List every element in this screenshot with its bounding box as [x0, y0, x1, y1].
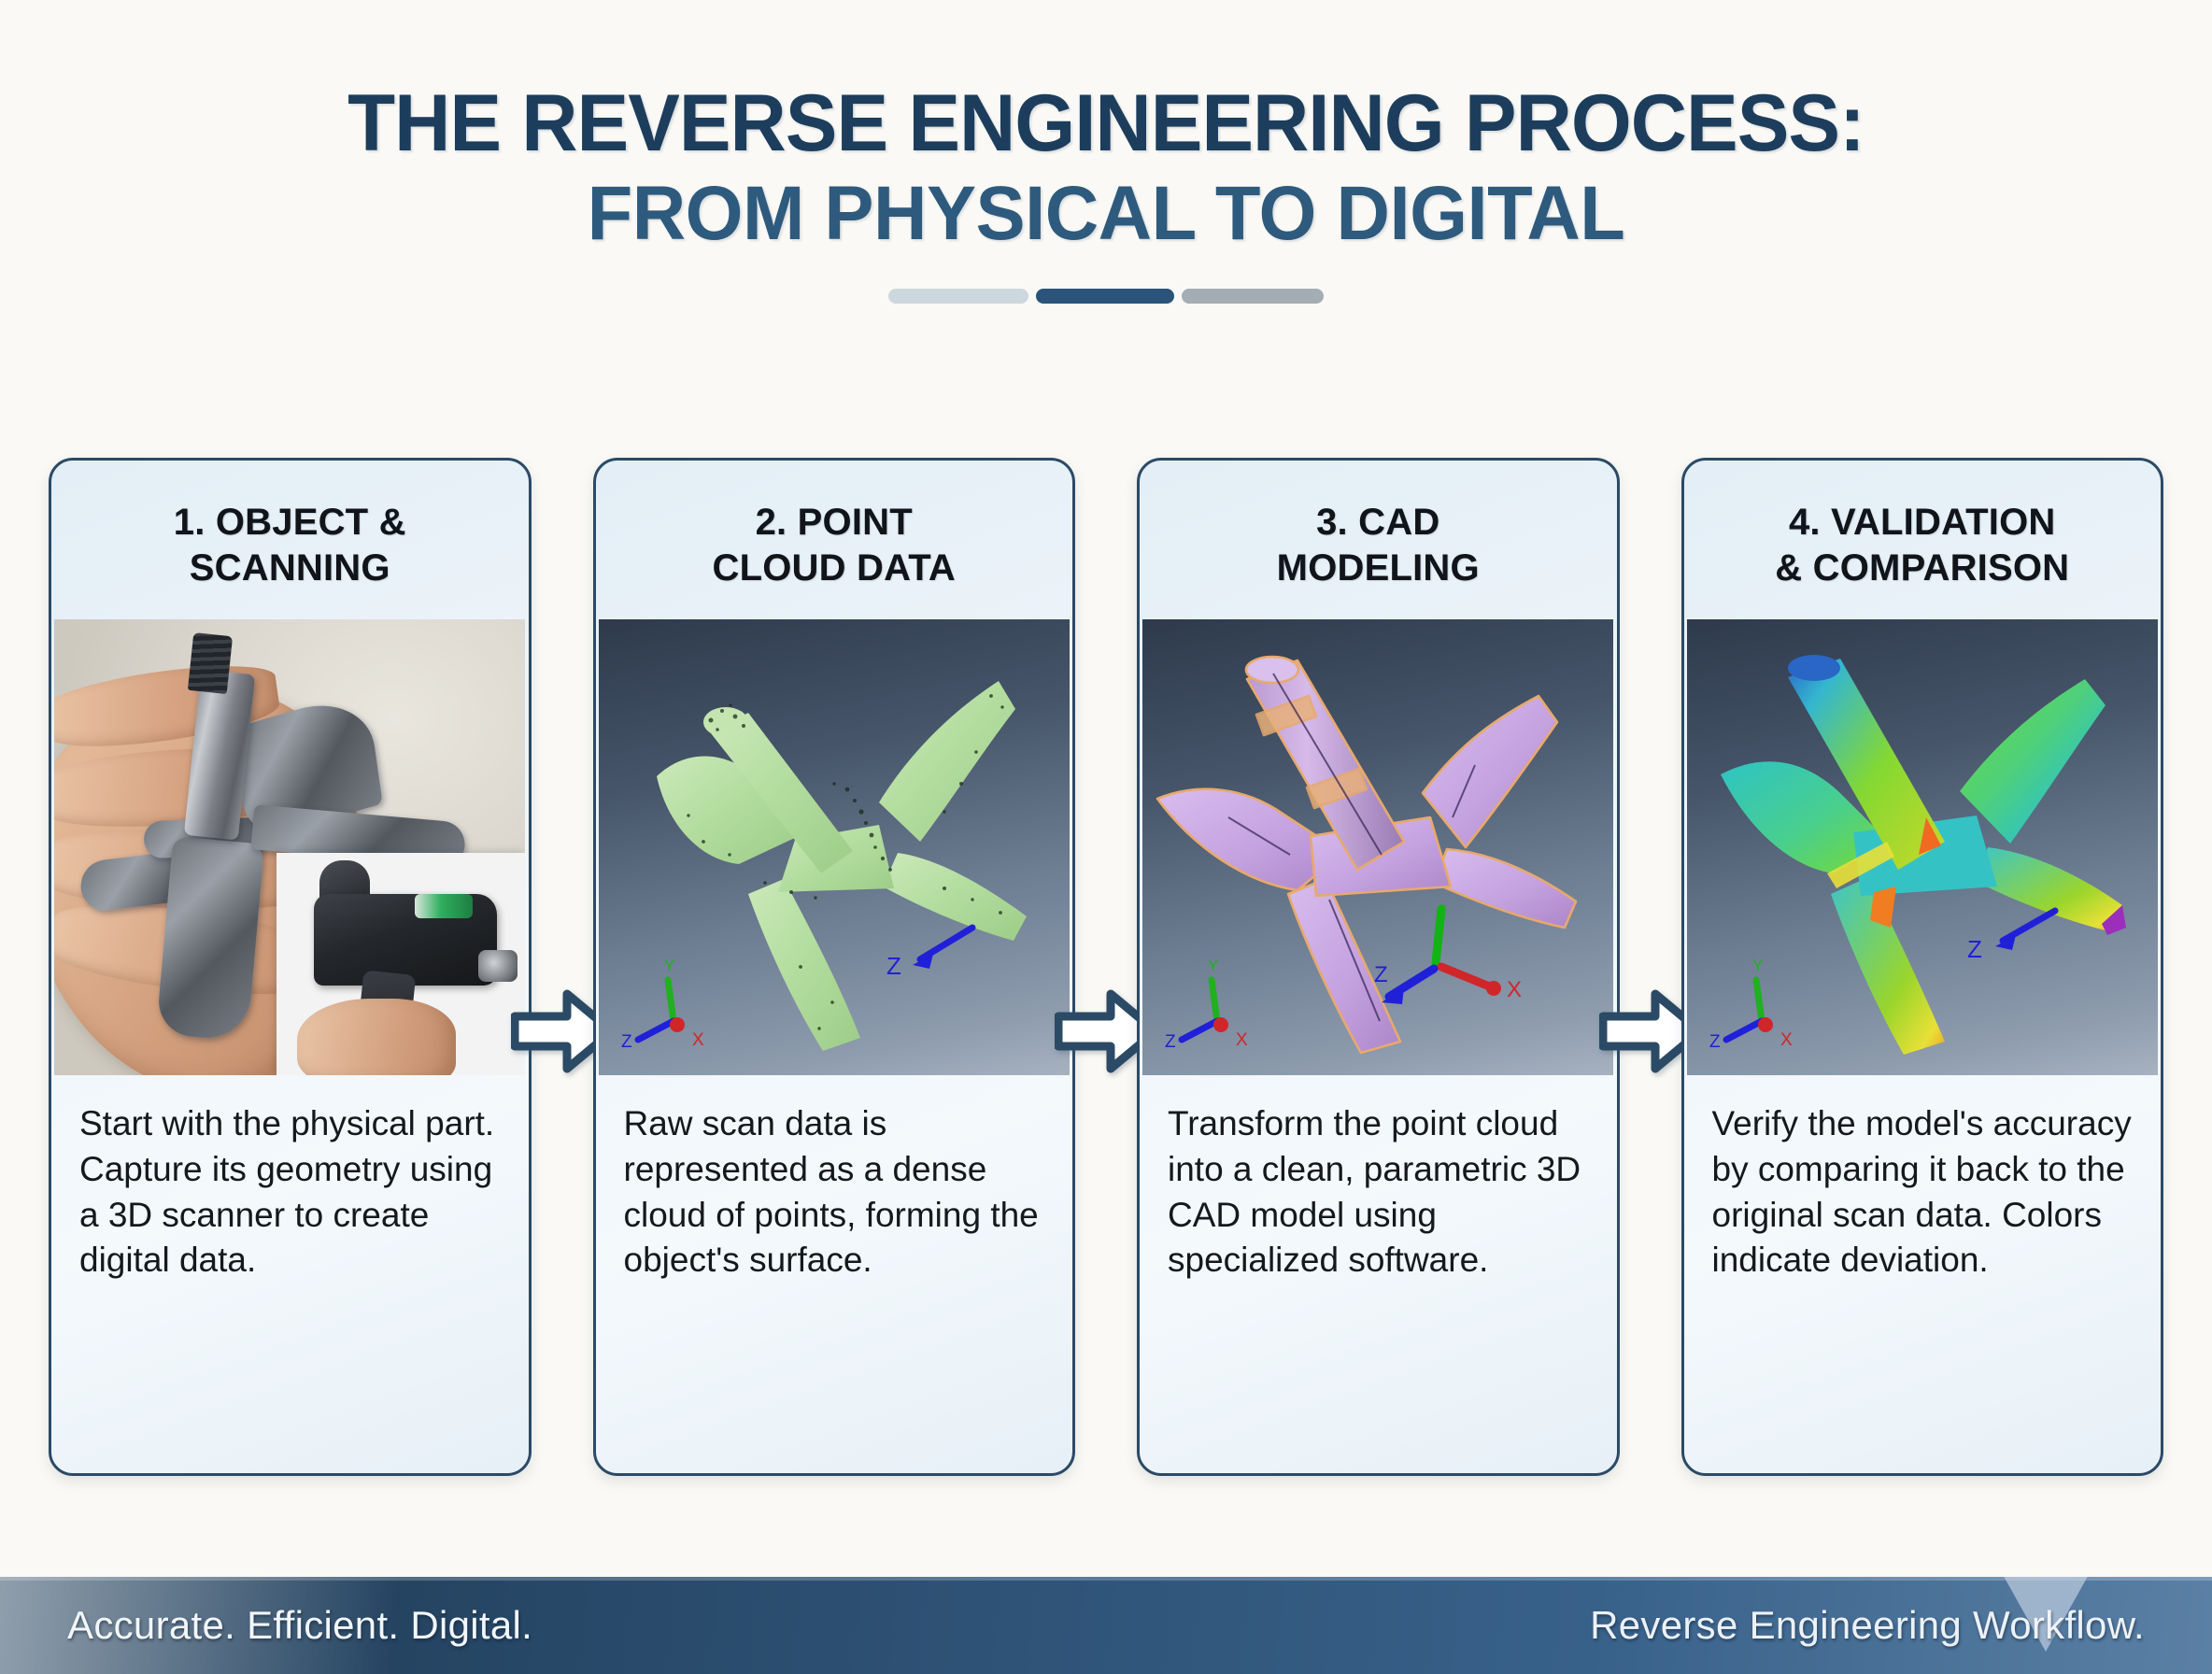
step-1-title-line-1: 1. OBJECT &: [173, 502, 406, 543]
step-3-title-line-2: MODELING: [1276, 546, 1480, 589]
step-card-1[interactable]: 1. OBJECT & SCANNING: [49, 458, 532, 1476]
z-callout-label: Z: [1374, 962, 1388, 987]
right-arrow-icon: [1055, 989, 1159, 1073]
page-title-line-2: FROM PHYSICAL TO DIGITAL: [587, 170, 1625, 256]
axis-label-y: Y: [664, 957, 674, 974]
scanner-lens: [478, 950, 518, 982]
origin-triad-callout: X Z: [1374, 904, 1522, 1004]
axis-gizmo: Y Z X: [1709, 957, 1793, 1051]
x-callout-label: X: [1507, 977, 1522, 1002]
scanner-sensor-strip: [415, 894, 474, 918]
axis-gizmo: Y Z X: [1165, 957, 1248, 1051]
step-4-title: 4. VALIDATION & COMPARISON: [1775, 500, 2069, 597]
axis-gizmo: Y Z X: [621, 957, 704, 1051]
scanner-operator-hand: [297, 999, 457, 1075]
axis-label-x: X: [692, 1030, 704, 1050]
cad-viewport: Y Z X X Z: [1142, 619, 1614, 1075]
point-cloud-viewport: Y Z X Z: [598, 619, 1070, 1075]
axis-label-z: Z: [1165, 1032, 1176, 1051]
right-arrow-icon: [1598, 989, 1704, 1073]
step-3-title: 3. CAD MODELING: [1277, 500, 1480, 597]
divider-segment-3: [1182, 289, 1324, 305]
axis-label-y: Y: [1208, 957, 1218, 974]
z-callout-label: Z: [886, 952, 901, 980]
axis-label-y: Y: [1752, 957, 1763, 974]
axis-label-x: X: [1780, 1030, 1793, 1050]
object-photograph: [54, 619, 526, 1075]
deviation-color-map-model: [1720, 655, 2126, 1055]
point-cloud-model: [656, 681, 1027, 1051]
z-direction-callout: Z: [1967, 907, 2059, 963]
step-2-title-line-2: CLOUD DATA: [712, 546, 956, 589]
axis-label-z: Z: [621, 1032, 632, 1051]
step-3-title-line-1: 3. CAD: [1316, 502, 1440, 543]
step-4-media: Y Z X Z: [1686, 619, 2158, 1075]
scanner-inset-photo: [276, 853, 526, 1075]
divider-segment-1: [888, 289, 1028, 305]
step-1-title: 1. OBJECT & SCANNING: [174, 500, 406, 597]
title-divider: [863, 289, 1349, 305]
connector-1: [510, 458, 616, 1476]
step-card-2[interactable]: 2. POINT CLOUD DATA: [592, 458, 1075, 1476]
divider-segment-2: [1036, 289, 1174, 305]
z-callout-label: Z: [1967, 935, 1982, 963]
step-1-title-line-2: SCANNING: [189, 546, 390, 589]
footer-label: Reverse Engineering Workflow.: [1590, 1603, 2145, 1647]
step-4-title-line-2: & COMPARISON: [1775, 546, 2070, 589]
step-card-3[interactable]: 3. CAD MODELING: [1137, 458, 1620, 1476]
step-2-title: 2. POINT CLOUD DATA: [713, 500, 956, 597]
step-1-media: [54, 619, 526, 1075]
step-2-media: Y Z X Z: [598, 619, 1070, 1075]
step-4-description: Verify the model's accuracy by comparing…: [1711, 1104, 2132, 1280]
axis-label-z: Z: [1709, 1032, 1721, 1051]
connector-2: [1055, 458, 1159, 1476]
step-3-description: Transform the point cloud into a clean, …: [1168, 1104, 1581, 1280]
step-4-title-line-1: 4. VALIDATION: [1788, 502, 2056, 543]
process-steps-strip: 1. OBJECT & SCANNING: [49, 458, 2163, 1476]
page-header: THE REVERSE ENGINEERING PROCESS: FROM PH…: [0, 0, 2212, 305]
cad-solid-model: [1156, 655, 1578, 1055]
deviation-map-viewport: Y Z X Z: [1686, 619, 2158, 1075]
z-direction-callout: Z: [886, 924, 976, 980]
connector-3: [1598, 458, 1704, 1476]
footer-chevron-icon: [2001, 1577, 2091, 1652]
footer-tagline: Accurate. Efficient. Digital.: [67, 1603, 533, 1647]
step-card-4[interactable]: 4. VALIDATION & COMPARISON: [1680, 458, 2163, 1476]
right-arrow-icon: [510, 989, 616, 1073]
axis-label-x: X: [1236, 1030, 1248, 1050]
step-2-description: Raw scan data is represented as a dense …: [623, 1104, 1039, 1280]
page-footer: Accurate. Efficient. Digital. Reverse En…: [0, 1577, 2212, 1674]
step-3-media: Y Z X X Z: [1142, 619, 1614, 1075]
impeller-threaded-stud: [188, 631, 234, 695]
step-2-title-line-1: 2. POINT: [755, 502, 913, 543]
step-1-description: Start with the physical part. Capture it…: [79, 1104, 495, 1280]
page-title-line-1: THE REVERSE ENGINEERING PROCESS:: [347, 78, 1865, 168]
